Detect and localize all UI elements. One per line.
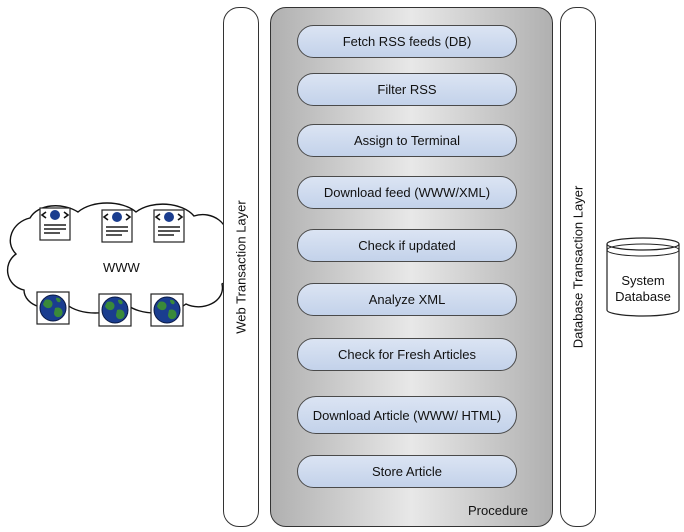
step-check-if-updated: Check if updated: [297, 229, 517, 262]
database-label-line2: Database: [615, 289, 671, 304]
web-document-icon: [100, 208, 134, 244]
web-transaction-layer-label: Web Transaction Layer: [233, 200, 249, 334]
database-icon: [606, 237, 680, 317]
database-label: System Database: [605, 273, 681, 305]
database-label-line1: System: [621, 273, 665, 288]
procedure-label: Procedure: [468, 503, 528, 518]
globe-icon: [36, 290, 70, 326]
step-download-feed: Download feed (WWW/XML): [297, 176, 517, 209]
procedure-container: Fetch RSS feeds (DB) Filter RSS Assign t…: [270, 7, 553, 527]
web-document-icon: [152, 208, 186, 244]
web-transaction-layer: Web Transaction Layer: [223, 7, 259, 527]
globe-icon: [150, 292, 184, 328]
step-store-article: Store Article: [297, 455, 517, 488]
step-download-article: Download Article (WWW/ HTML): [297, 396, 517, 434]
step-analyze-xml: Analyze XML: [297, 283, 517, 316]
step-check-fresh-articles: Check for Fresh Articles: [297, 338, 517, 371]
database-transaction-layer-label: Database Transaction Layer: [570, 185, 586, 349]
web-document-icon: [38, 206, 72, 242]
database-transaction-layer: Database Transaction Layer: [560, 7, 596, 527]
step-fetch-rss-feeds: Fetch RSS feeds (DB): [297, 25, 517, 58]
step-assign-to-terminal: Assign to Terminal: [297, 124, 517, 157]
step-filter-rss: Filter RSS: [297, 73, 517, 106]
globe-icon: [98, 292, 132, 328]
www-label: WWW: [103, 260, 140, 275]
